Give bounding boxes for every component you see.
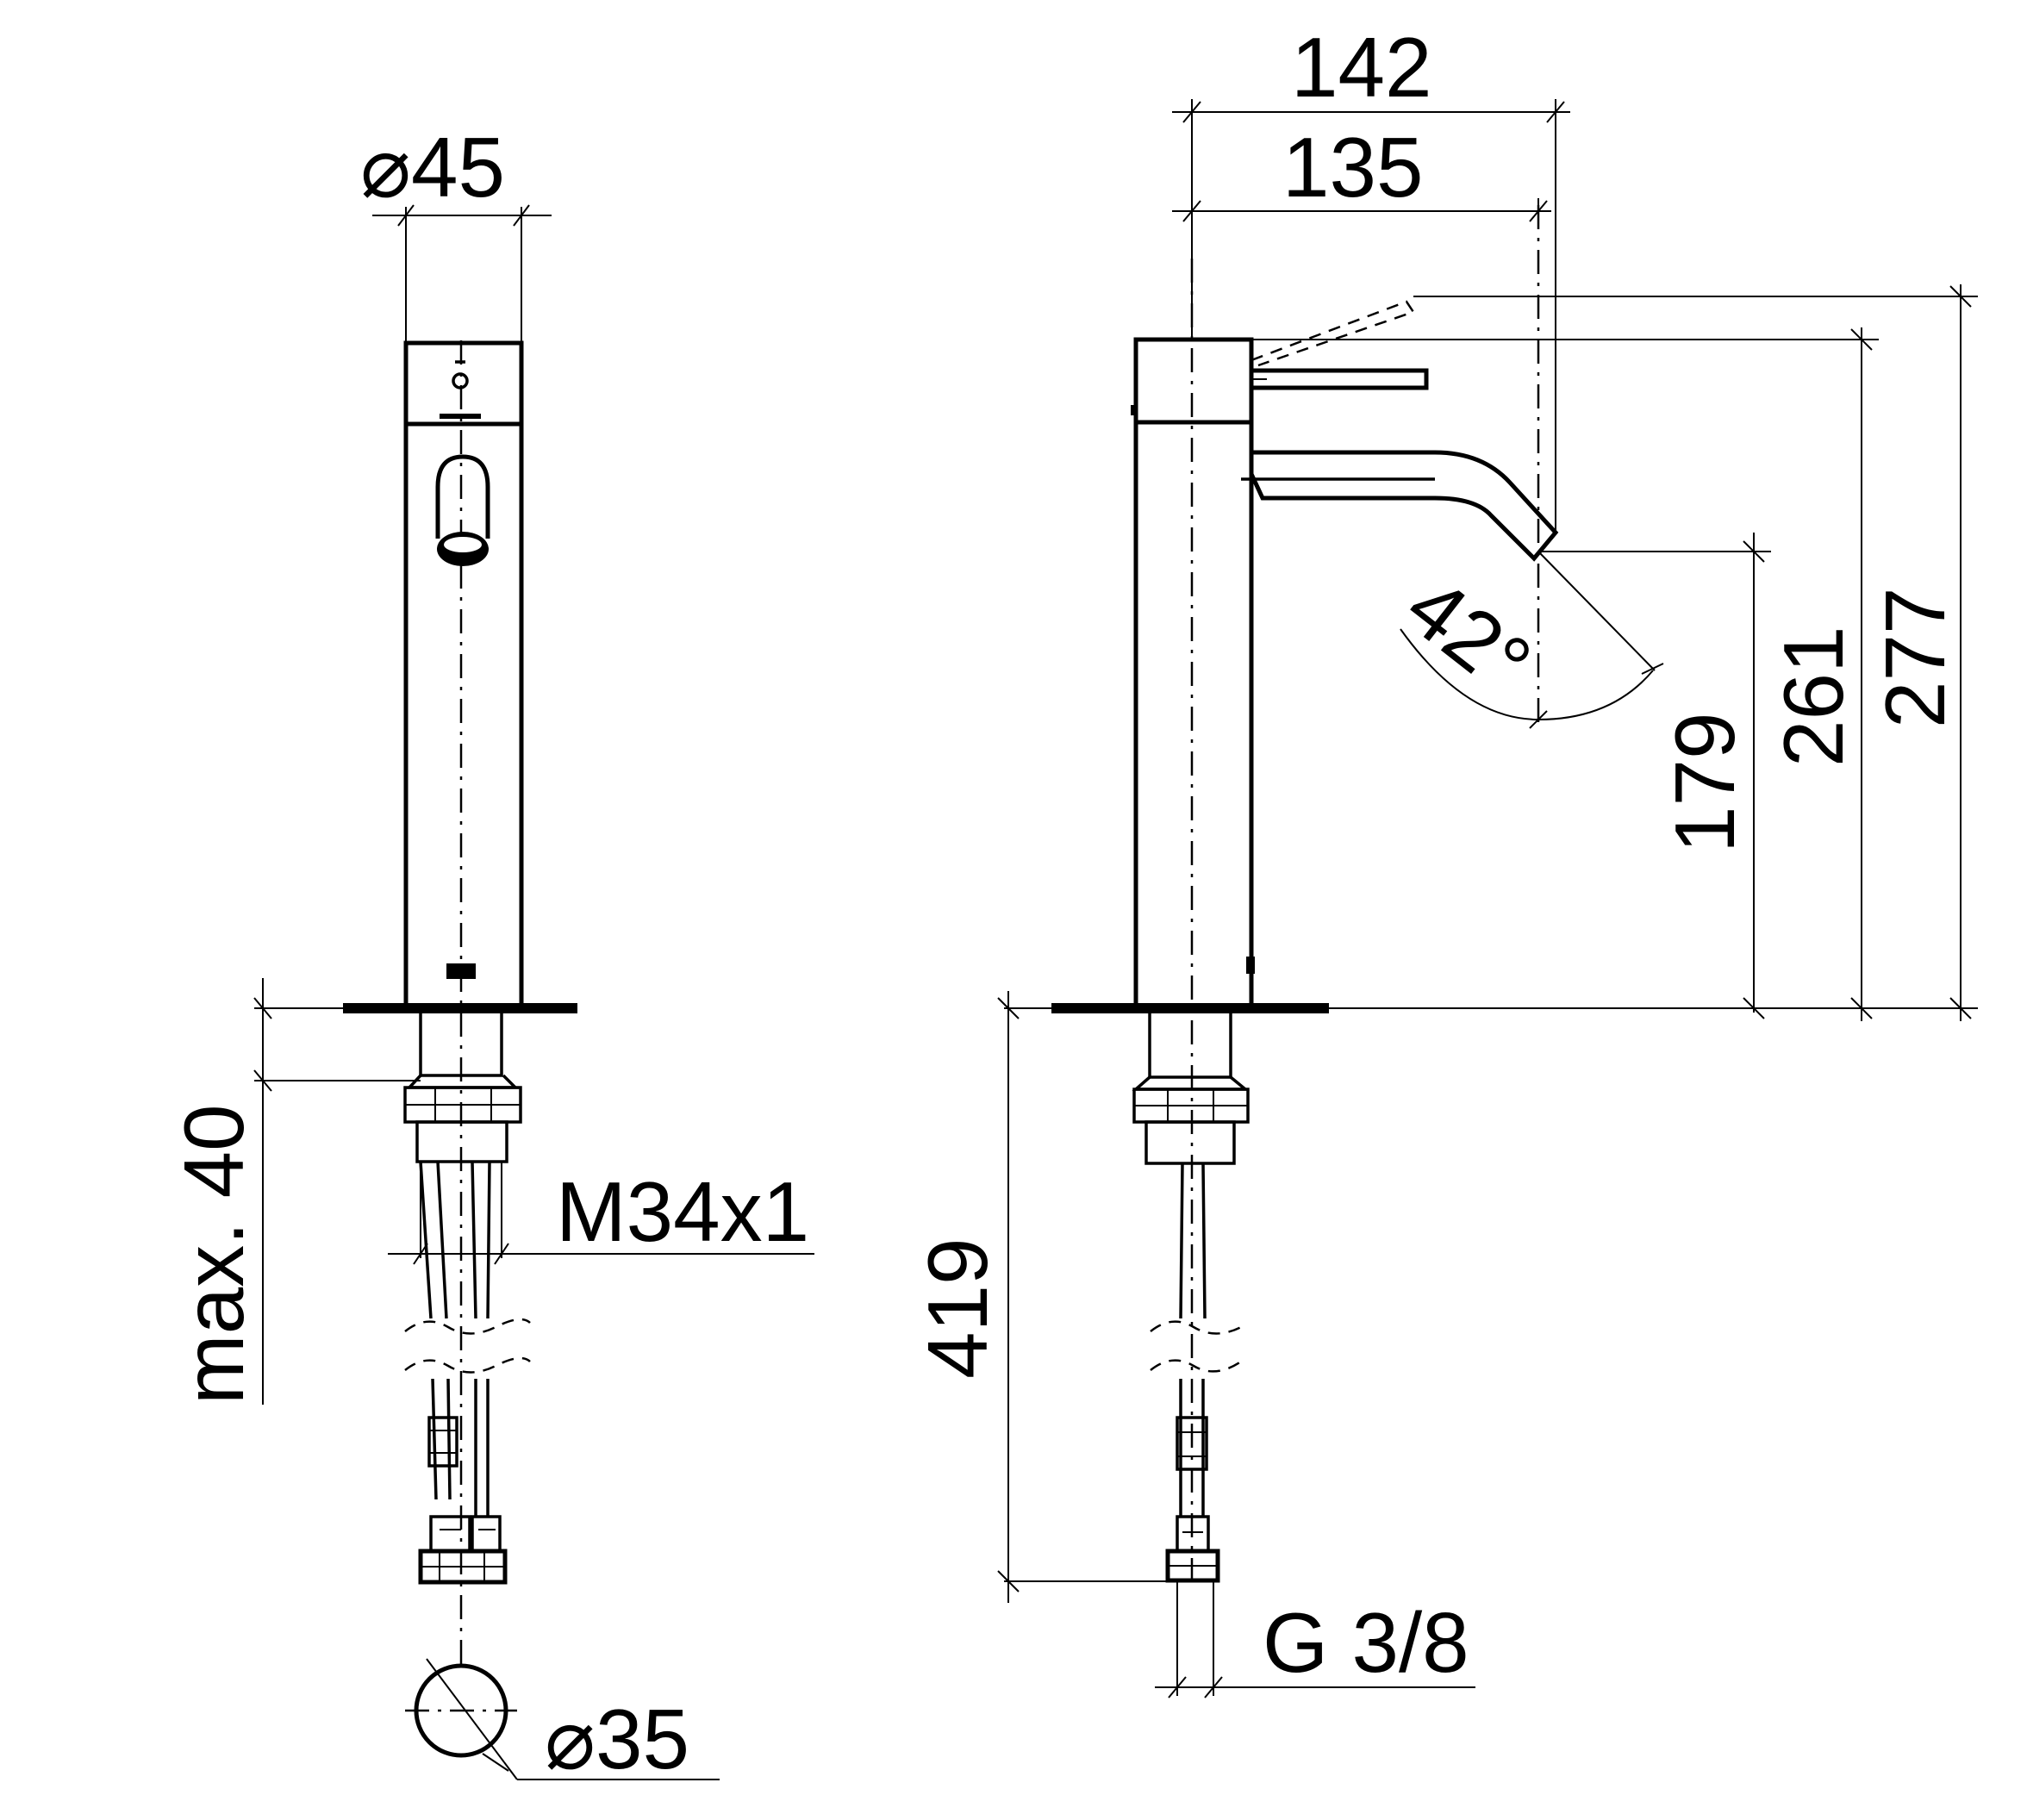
dim-hose-length-label: 419 bbox=[910, 1237, 1005, 1379]
front-base-plate bbox=[343, 1003, 577, 1013]
dim-spout-angle: 42° bbox=[1389, 551, 1664, 729]
dim-spout-angle-label: 42° bbox=[1389, 558, 1549, 712]
front-hoses bbox=[404, 1161, 531, 1585]
side-mounting-assembly bbox=[1132, 1013, 1250, 1165]
dim-width-outer-label: 142 bbox=[1291, 20, 1432, 115]
lever-solid bbox=[1251, 368, 1429, 390]
dim-width-inner: 135 bbox=[1172, 120, 1551, 222]
dim-body-diameter: ⌀45 bbox=[360, 120, 552, 343]
dim-hole-diameter-label: ⌀35 bbox=[545, 1692, 689, 1786]
front-hose-crimp bbox=[427, 1416, 458, 1468]
front-bottom-marker bbox=[446, 963, 476, 979]
dim-thread-label: M34x1 bbox=[556, 1164, 809, 1259]
dim-total-height: 277 bbox=[1329, 284, 1978, 1021]
front-lock-ring bbox=[415, 1120, 508, 1163]
dim-spout-height: 179 bbox=[1538, 533, 1771, 1019]
side-view: 142 135 42° 179 bbox=[910, 20, 1978, 1698]
dim-max-thickness-label: max. 40 bbox=[166, 1104, 261, 1405]
front-handle-indicator bbox=[452, 372, 469, 390]
dim-width-outer: 142 bbox=[1172, 20, 1570, 533]
side-hose bbox=[1150, 1162, 1242, 1583]
spout-outline bbox=[1249, 450, 1559, 562]
side-body-outline bbox=[1133, 337, 1254, 1009]
dim-connection-label: G 3/8 bbox=[1263, 1595, 1469, 1690]
front-body-outline bbox=[403, 340, 524, 1009]
dim-spout-height-label: 179 bbox=[1657, 712, 1752, 853]
side-spout bbox=[1241, 450, 1559, 562]
dim-thread: M34x1 bbox=[388, 1162, 814, 1265]
dim-hose-length: 419 bbox=[910, 991, 1168, 1603]
dim-total-height-label: 277 bbox=[1868, 587, 1962, 728]
front-view: ⌀45 M34x1 max. 40 ⌀35 bbox=[166, 120, 814, 1786]
dim-max-thickness: max. 40 bbox=[166, 978, 421, 1405]
front-spout-outline bbox=[435, 454, 490, 539]
dim-lever-height: 261 bbox=[1251, 327, 1879, 1021]
side-lock-ring bbox=[1144, 1120, 1236, 1165]
front-faucet-body bbox=[403, 340, 524, 1009]
front-mounting-assembly bbox=[403, 1013, 522, 1163]
dim-body-diameter-label: ⌀45 bbox=[360, 120, 505, 215]
lever-raised-dashed bbox=[1251, 300, 1415, 367]
front-hose-break-top bbox=[404, 1318, 531, 1335]
front-mounting-hole bbox=[405, 1658, 720, 1780]
side-base-plate bbox=[1051, 1003, 1329, 1013]
front-lever-slot bbox=[440, 414, 481, 419]
side-lever-handle bbox=[1251, 300, 1429, 390]
side-hose-crimp bbox=[1176, 1416, 1208, 1471]
dim-width-inner-label: 135 bbox=[1282, 120, 1424, 215]
front-hose-break-bottom bbox=[404, 1356, 531, 1374]
dim-lever-height-label: 261 bbox=[1766, 626, 1861, 767]
dim-connection: G 3/8 bbox=[1155, 1581, 1475, 1698]
